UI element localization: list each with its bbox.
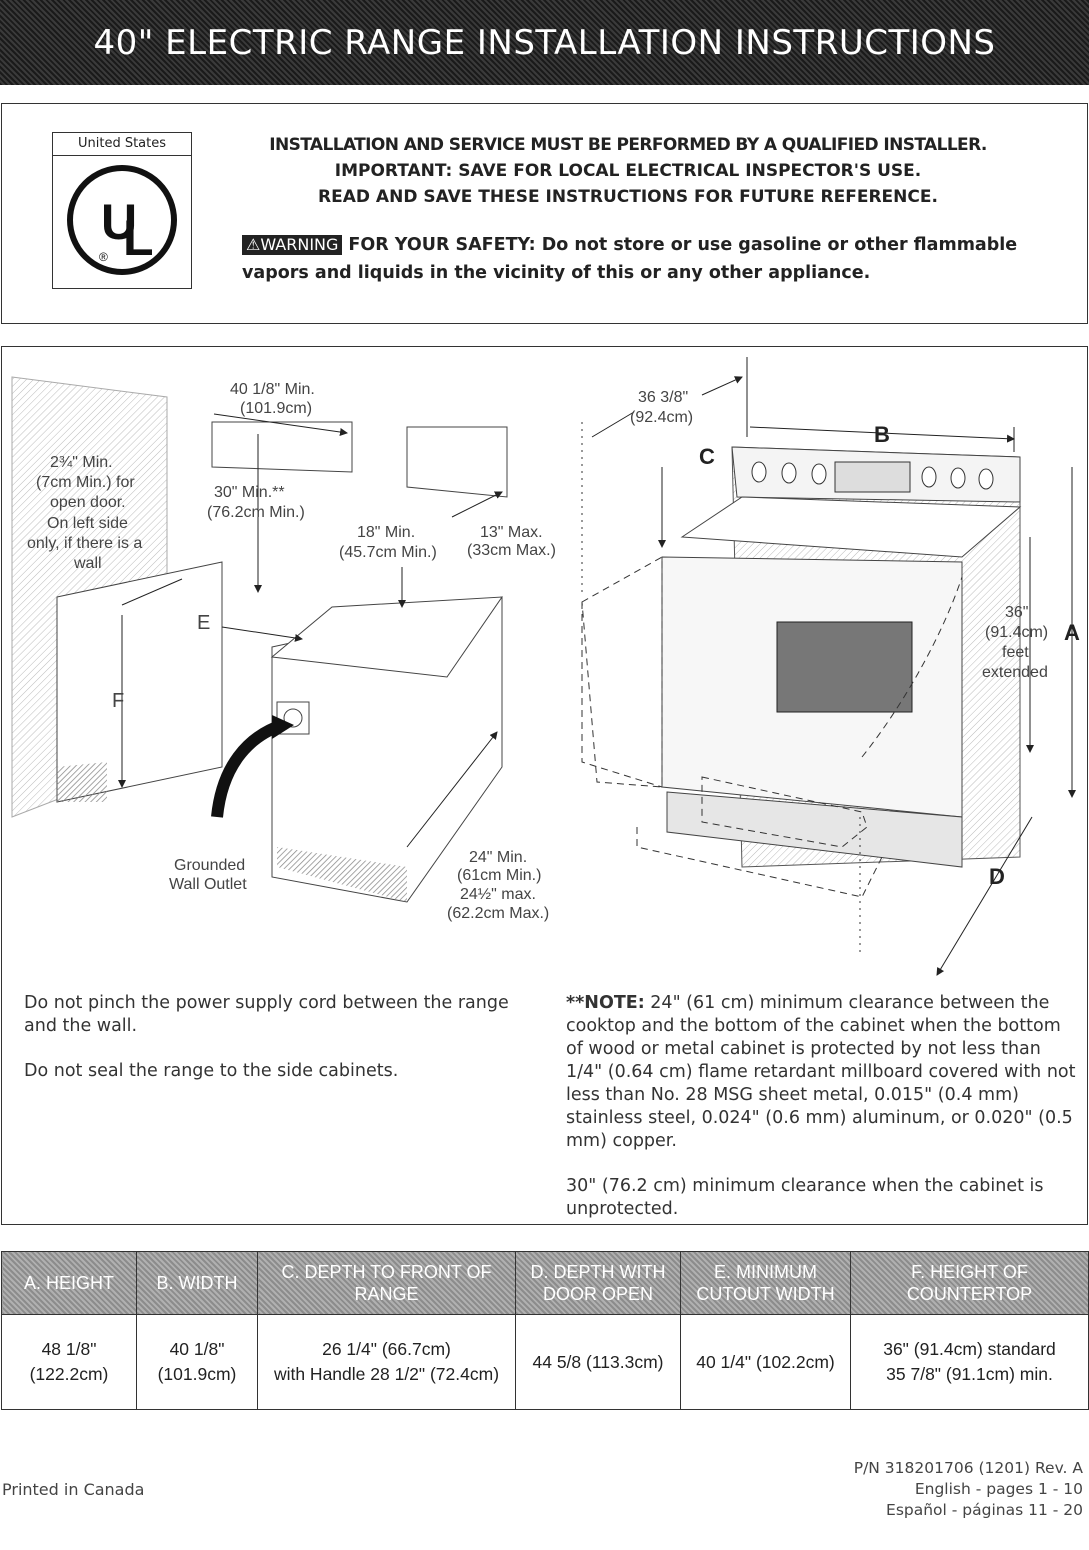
svg-text:13" Max.: 13" Max. [480,524,543,541]
note-seal: Do not seal the range to the side cabine… [24,1061,399,1081]
range-display [834,461,911,493]
svg-text:(61cm Min.): (61cm Min.) [457,867,541,884]
ul-logo: United States U L ® [52,132,192,289]
header-text: INSTALLATION AND SERVICE MUST BE PERFORM… [208,132,1048,210]
svg-text:Grounded: Grounded [174,857,245,874]
svg-text:A: A [1064,620,1080,645]
header-depth-front: C. DEPTH TO FRONT OF RANGE [257,1251,516,1315]
countertop [270,596,503,678]
svg-text:open door.: open door. [50,494,126,511]
range-drawer [666,791,963,868]
cell-height: 48 1/8"(122.2cm) [1,1314,137,1410]
svg-text:U: U [101,194,137,250]
range-oven-window [776,621,913,713]
svg-text:(91.4cm): (91.4cm) [985,624,1048,641]
notes-left: Do not pinch the power supply cord betwe… [24,992,534,1105]
range-cooktop [680,496,1022,558]
svg-text:(62.2cm Max.): (62.2cm Max.) [447,905,549,922]
header-depth-door: D. DEPTH WITH DOOR OPEN [515,1251,681,1315]
svg-text:E: E [197,612,210,634]
page-title: 40" ELECTRIC RANGE INSTALLATION INSTRUCT… [93,22,996,63]
footer-part-number: P/N 318201706 (1201) Rev. A [853,1459,1083,1477]
svg-text:2¾" Min.: 2¾" Min. [50,454,113,471]
right-cabinet-toe [277,847,407,902]
upper-cabinet-left [211,421,353,473]
svg-text:Wall Outlet: Wall Outlet [169,876,247,893]
svg-text:(7cm Min.) for: (7cm Min.) for [36,474,135,491]
svg-text:24" Min.: 24" Min. [469,849,527,866]
header-width: B. WIDTH [136,1251,258,1315]
diagram-box: 40 1/8" Min. (101.9cm) 30" Min.** (76.2c… [1,346,1088,1225]
installation-diagram: 40 1/8" Min. (101.9cm) 30" Min.** (76.2c… [11,357,1080,976]
svg-text:36 3/8": 36 3/8" [638,389,688,406]
svg-text:only, if there is a: only, if there is a [27,535,142,552]
note-unprotected: 30" (76.2 cm) minimum clearance when the… [566,1176,1044,1219]
notes-right: **NOTE: 24" (61 cm) minimum clearance be… [566,992,1078,1243]
cell-width: 40 1/8"(101.9cm) [136,1314,258,1410]
footer-english: English - pages 1 - 10 [914,1480,1083,1498]
svg-text:18" Min.: 18" Min. [357,524,415,541]
svg-text:L: L [123,210,154,266]
wall-outlet [276,701,310,735]
svg-text:36": 36" [1005,604,1028,621]
svg-text:On left side: On left side [47,515,128,532]
svg-text:40 1/8" Min.: 40 1/8" Min. [230,381,315,398]
cell-cutout: 40 1/4" (102.2cm) [680,1314,851,1410]
left-cabinet-toe [57,762,107,802]
header-countertop: F. HEIGHT OF COUNTERTOP [850,1251,1089,1315]
upper-cabinet-right [406,426,508,498]
header-height: A. HEIGHT [1,1251,137,1315]
title-banner: 40" ELECTRIC RANGE INSTALLATION INSTRUCT… [0,0,1089,85]
header-cutout: E. MINIMUM CUTOUT WIDTH [680,1251,851,1315]
header-line-3: READ AND SAVE THESE INSTRUCTIONS FOR FUT… [318,187,938,207]
cell-depth-front: 26 1/4" (66.7cm)with Handle 28 1/2" (72.… [257,1314,516,1410]
svg-text:(101.9cm): (101.9cm) [240,400,312,417]
header-line-1: INSTALLATION AND SERVICE MUST BE PERFORM… [269,135,987,155]
safety-box: United States U L ® INSTALLATION AND SER… [1,103,1088,324]
svg-text:B: B [874,422,890,447]
svg-text:C: C [699,444,715,469]
note-label: **NOTE: [566,993,645,1013]
svg-text:30" Min.**: 30" Min.** [214,484,285,501]
svg-text:D: D [989,864,1005,889]
range-knobs [751,461,994,490]
dimensions-table: A. HEIGHT B. WIDTH C. DEPTH TO FRONT OF … [1,1251,1089,1410]
svg-text:(76.2cm Min.): (76.2cm Min.) [207,504,305,521]
table-row: 48 1/8"(122.2cm) 40 1/8"(101.9cm) 26 1/4… [1,1314,1089,1410]
svg-text:F: F [112,690,124,712]
svg-text:extended: extended [982,664,1048,681]
outlet-arrow [211,719,285,818]
svg-text:wall: wall [73,555,102,572]
svg-text:(33cm Max.): (33cm Max.) [467,542,556,559]
svg-text:24½" max.: 24½" max. [460,886,536,903]
warning-badge: ⚠WARNING [242,235,343,255]
footer-espanol: Español - páginas 11 - 20 [886,1501,1083,1519]
left-cabinet [56,561,223,803]
note-pinch: Do not pinch the power supply cord betwe… [24,993,509,1036]
svg-text:(45.7cm Min.): (45.7cm Min.) [339,544,437,561]
svg-text:®: ® [99,250,108,264]
header-line-2: IMPORTANT: SAVE FOR LOCAL ELECTRICAL INS… [334,161,922,181]
table-header-row: A. HEIGHT B. WIDTH C. DEPTH TO FRONT OF … [1,1251,1089,1315]
svg-text:(92.4cm): (92.4cm) [630,409,693,426]
warning-message: FOR YOUR SAFETY: Do not store or use gas… [242,235,1018,283]
svg-text:feet: feet [1002,644,1029,661]
footer-printed: Printed in Canada [2,1480,145,1499]
note-clearance: **NOTE: 24" (61 cm) minimum clearance be… [566,992,1078,1153]
ul-country: United States [53,133,191,156]
note-clearance-text: 24" (61 cm) minimum clearance between th… [566,993,1076,1151]
cell-depth-door: 44 5/8 (113.3cm) [515,1314,681,1410]
footer-info: P/N 318201706 (1201) Rev. A English - pa… [854,1458,1083,1521]
ul-mark-icon: U L ® [67,165,177,275]
